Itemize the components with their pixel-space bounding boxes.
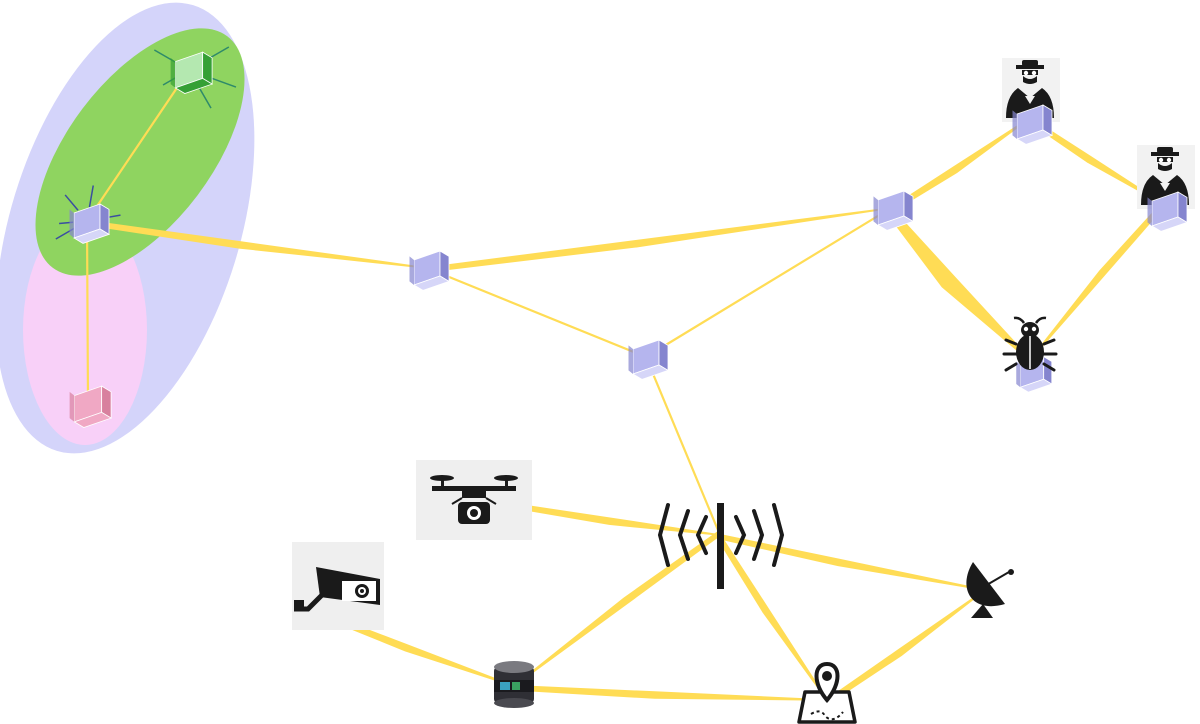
server-cube-icon xyxy=(55,185,121,244)
link-hub-node-to-gateway-node xyxy=(644,206,893,359)
link-gateway-node-to-attacker-node-1 xyxy=(890,117,1031,212)
link-green-server-to-local-node xyxy=(85,68,191,223)
malware-node[interactable] xyxy=(1002,316,1058,393)
link-attacker-node-2-to-malware-node xyxy=(1029,202,1166,361)
attacker-node-1[interactable] xyxy=(1002,58,1060,145)
link-gateway-node-to-malware-node xyxy=(885,207,1032,362)
lidar-icon xyxy=(494,661,534,708)
pink-subnet-zone xyxy=(23,215,147,445)
regions-layer xyxy=(0,2,255,454)
link-base-station-to-gps-map xyxy=(716,534,828,701)
security-camera-icon xyxy=(292,542,384,630)
satellite-dish[interactable] xyxy=(966,562,1014,618)
satellite-dish-icon xyxy=(966,562,1014,618)
server-cube-icon xyxy=(628,339,669,380)
drone[interactable] xyxy=(416,460,532,540)
link-drone-to-base-station xyxy=(519,504,721,536)
attacker-node-2[interactable] xyxy=(1137,145,1195,232)
link-local-node-to-relay-node xyxy=(86,220,428,269)
spy-icon xyxy=(1002,58,1060,145)
nodes-layer xyxy=(55,46,1195,724)
map-pin-icon xyxy=(797,661,857,724)
antenna-icon xyxy=(657,503,785,589)
pink-server-cube-icon xyxy=(69,385,113,428)
link-relay-node-to-hub-node xyxy=(425,266,648,359)
spy-icon xyxy=(1137,145,1195,232)
lidar-sensor[interactable] xyxy=(494,661,534,708)
local-node[interactable] xyxy=(55,185,121,244)
drone-icon xyxy=(416,460,532,540)
link-lidar-sensor-to-gps-map xyxy=(513,685,828,701)
link-base-station-to-lidar-sensor xyxy=(513,531,721,687)
gateway-node[interactable] xyxy=(873,190,914,231)
relay-node[interactable] xyxy=(409,250,450,291)
pink-server[interactable] xyxy=(69,385,113,428)
links-layer xyxy=(85,68,1166,704)
green-server-cube-icon xyxy=(153,46,237,109)
server-cube-icon xyxy=(873,190,914,231)
link-attacker-node-1-to-attacker-node-2 xyxy=(1027,117,1166,206)
bug-icon xyxy=(1002,316,1058,393)
link-gps-map-to-satellite-dish xyxy=(826,589,986,704)
link-hub-node-to-base-station xyxy=(644,355,722,537)
green-server[interactable] xyxy=(153,46,237,109)
base-station[interactable] xyxy=(657,503,785,589)
link-local-node-to-pink-server xyxy=(85,219,90,406)
link-relay-node-to-gateway-node xyxy=(426,207,892,273)
hub-node[interactable] xyxy=(628,339,669,380)
cctv-camera[interactable] xyxy=(292,542,384,630)
server-cube-icon xyxy=(409,250,450,291)
link-base-station-to-satellite-dish xyxy=(719,534,986,591)
gps-map[interactable] xyxy=(797,661,857,724)
